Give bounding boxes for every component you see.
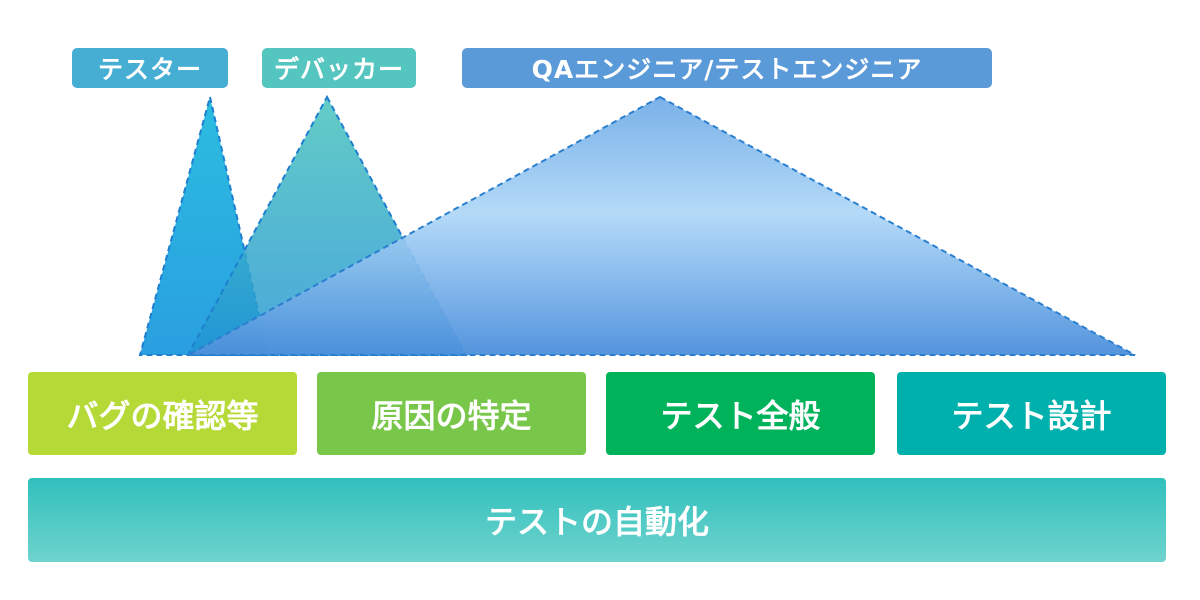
qa-engineer-triangle <box>187 95 1136 356</box>
task-testing-general: テスト全般 <box>606 372 875 455</box>
foundation-test-automation: テストの自動化 <box>28 478 1166 562</box>
task-bug-confirmation: バグの確認等 <box>28 372 297 455</box>
role-tag-debugger: デバッカー <box>262 48 416 88</box>
task-test-design: テスト設計 <box>897 372 1166 455</box>
role-tag-tester: テスター <box>72 48 228 88</box>
role-tag-qa-engineer: QAエンジニア/テストエンジニア <box>462 48 992 88</box>
task-root-cause: 原因の特定 <box>317 372 586 455</box>
